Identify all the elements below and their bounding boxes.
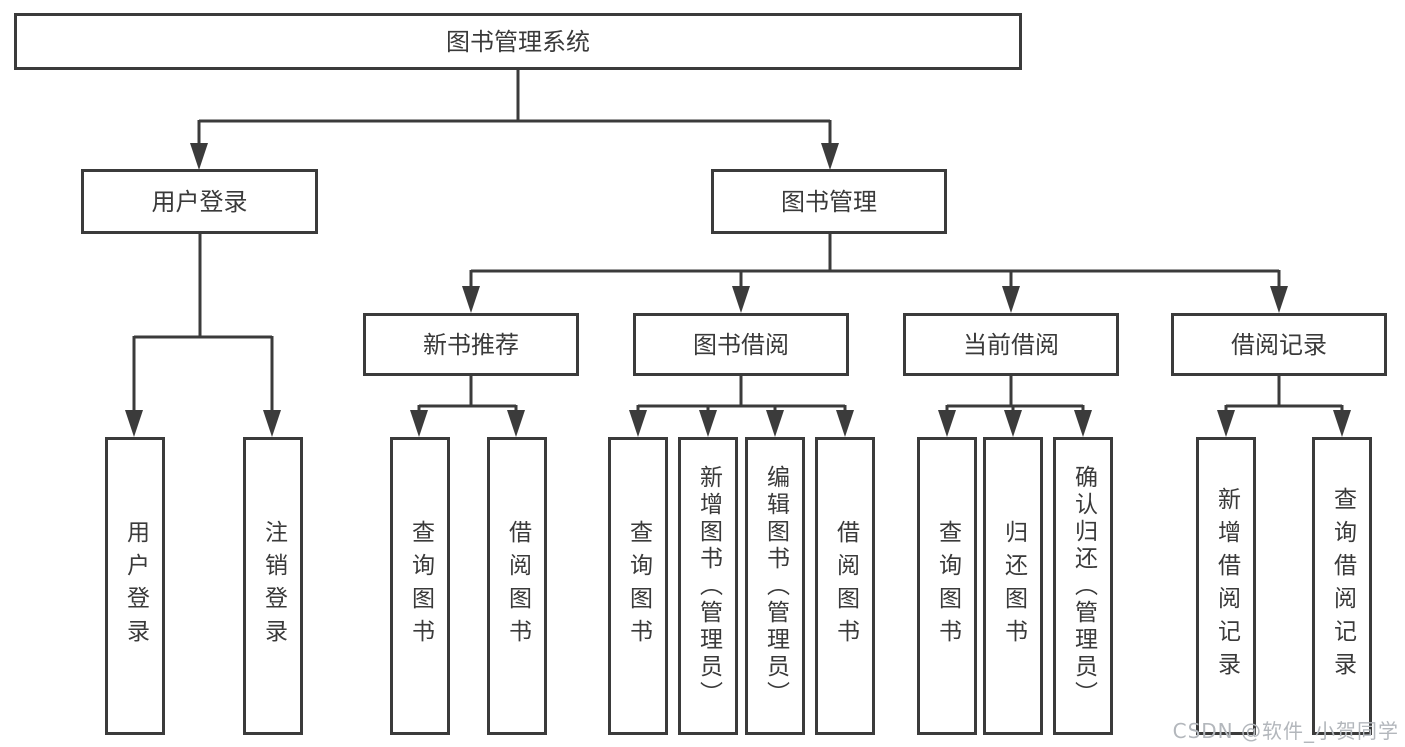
node-new-book-recommend-label: 新书推荐	[423, 330, 519, 359]
leaf-query-borrow-record: 查询借阅记录	[1312, 437, 1372, 735]
leaf-borrow-books-recommend-label: 借阅图书	[504, 520, 531, 652]
node-new-book-recommend: 新书推荐	[363, 313, 579, 376]
node-book-borrowing: 图书借阅	[633, 313, 849, 376]
leaf-borrow-books-recommend: 借阅图书	[487, 437, 547, 735]
leaf-add-borrow-record-label: 新增借阅记录	[1213, 487, 1240, 685]
leaf-return-books: 归还图书	[983, 437, 1043, 735]
node-current-borrowing: 当前借阅	[903, 313, 1119, 376]
node-borrowing-records-label: 借阅记录	[1231, 330, 1327, 359]
node-user-login-label: 用户登录	[151, 187, 248, 216]
node-library-system: 图书管理系统	[14, 13, 1022, 70]
node-library-system-label: 图书管理系统	[446, 27, 590, 56]
node-book-management: 图书管理	[711, 169, 947, 234]
node-book-borrowing-label: 图书借阅	[693, 330, 789, 359]
leaf-borrow-books-borrowing: 借阅图书	[815, 437, 875, 735]
leaf-logout-label: 注销登录	[260, 520, 287, 652]
leaf-edit-book-admin: 编辑图书（管理员）	[745, 437, 805, 735]
node-user-login: 用户登录	[81, 169, 318, 234]
leaf-return-books-label: 归还图书	[1000, 520, 1027, 652]
leaf-query-books-current-label: 查询图书	[934, 520, 961, 652]
leaf-add-borrow-record: 新增借阅记录	[1196, 437, 1256, 735]
node-book-management-label: 图书管理	[781, 187, 877, 216]
leaf-add-book-admin-label: 新增图书（管理员）	[695, 464, 722, 708]
watermark: CSDN @软件_小贺同学	[1172, 719, 1399, 743]
node-borrowing-records: 借阅记录	[1171, 313, 1387, 376]
leaf-confirm-return-admin-label: 确认归还（管理员）	[1070, 464, 1097, 708]
node-current-borrowing-label: 当前借阅	[963, 330, 1059, 359]
leaf-query-books-borrowing-label: 查询图书	[625, 520, 652, 652]
leaf-query-books-borrowing: 查询图书	[608, 437, 668, 735]
leaf-borrow-books-borrowing-label: 借阅图书	[832, 520, 859, 652]
leaf-user-login-label: 用户登录	[122, 520, 149, 652]
leaf-edit-book-admin-label: 编辑图书（管理员）	[762, 464, 789, 708]
leaf-user-login: 用户登录	[105, 437, 165, 735]
leaf-query-borrow-record-label: 查询借阅记录	[1329, 487, 1356, 685]
leaf-query-books-current: 查询图书	[917, 437, 977, 735]
leaf-confirm-return-admin: 确认归还（管理员）	[1053, 437, 1113, 735]
leaf-logout: 注销登录	[243, 437, 303, 735]
leaf-query-books-recommend-label: 查询图书	[407, 520, 434, 652]
leaf-add-book-admin: 新增图书（管理员）	[678, 437, 738, 735]
leaf-query-books-recommend: 查询图书	[390, 437, 450, 735]
